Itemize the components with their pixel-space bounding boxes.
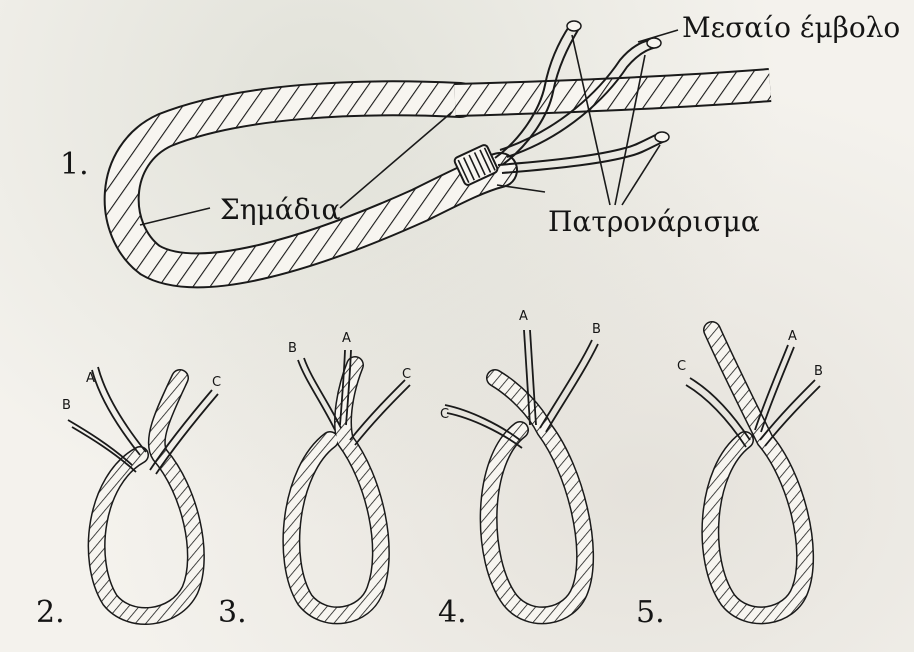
figure-3 [291,350,410,615]
figure-2 [68,367,218,616]
fig3-letter-c: C [402,368,411,381]
fig4-letter-c: C [440,408,449,421]
label-middle-strand: Μεσαίο έμβολο [682,14,900,42]
fig5-letter-a: A [788,330,797,343]
fig4-letter-a: A [519,310,528,323]
fig5-letter-c: C [677,360,686,373]
figure-5 [686,330,820,615]
step-number-1: 1. [60,150,89,180]
label-marks: Σημάδια [220,196,340,224]
figure-4 [445,330,598,615]
fig2-letter-b: B [62,399,71,412]
fig3-letter-b: B [288,342,297,355]
strand-3 [498,133,660,165]
step-number-3: 3. [218,598,247,628]
step-number-4: 4. [438,598,467,628]
fig2-letter-a: A [86,372,95,385]
fig5-letter-b: B [814,365,823,378]
fig4-letter-b: B [592,323,601,336]
fig3-letter-a: A [342,332,351,345]
step-number-5: 5. [636,598,665,628]
step-number-2: 2. [36,598,65,628]
fig2-letter-c: C [212,376,221,389]
label-whipping: Πατρονάρισμα [548,208,760,236]
